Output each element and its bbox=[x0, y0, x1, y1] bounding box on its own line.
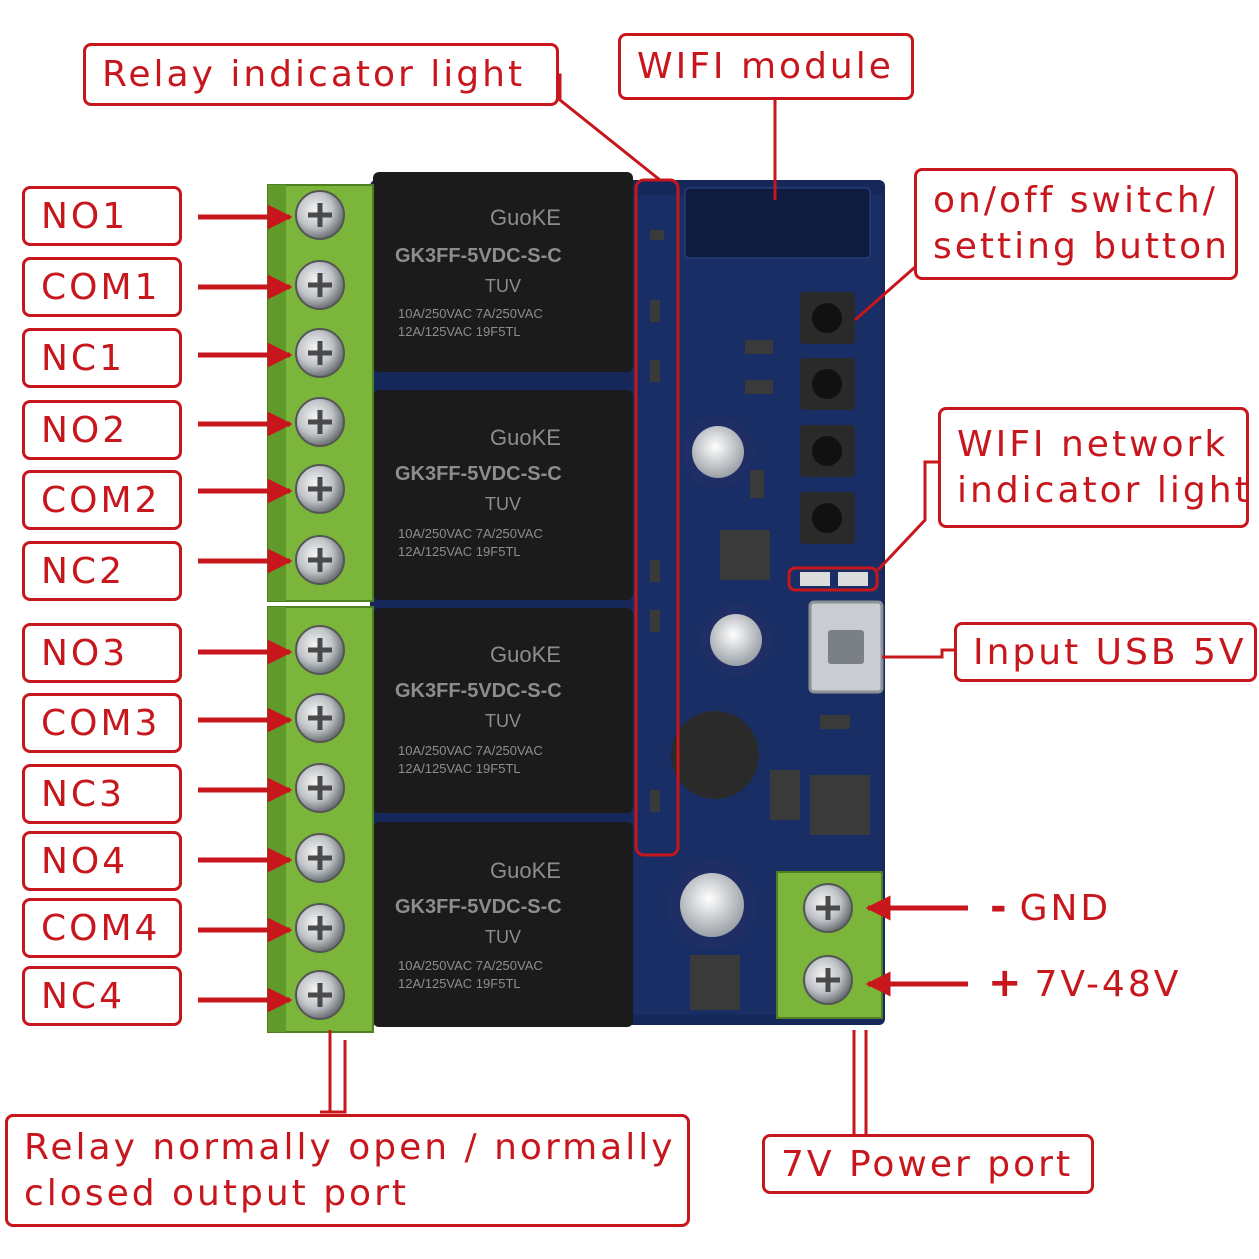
capacitor-2 bbox=[700, 604, 772, 676]
relay-1-model: GK3FF-5VDC-S-C bbox=[395, 245, 562, 267]
relay-2-brand: GuoKE bbox=[490, 425, 561, 450]
relay-2-rating2: 12A/125VAC 19F5TL bbox=[398, 544, 521, 559]
terminal-label-no3: NO3 bbox=[22, 623, 182, 683]
button-s2 bbox=[800, 358, 855, 410]
button-s3 bbox=[800, 425, 855, 477]
relay-1-brand: GuoKE bbox=[490, 205, 561, 230]
relay-4-brand: GuoKE bbox=[490, 858, 561, 883]
callout-wifi-module: WIFI module bbox=[618, 33, 914, 100]
power-terminal-block bbox=[776, 871, 883, 1019]
terminal-label-nc3: NC3 bbox=[22, 764, 182, 824]
terminal-label-nc1: NC1 bbox=[22, 328, 182, 388]
relay-3-rating2: 12A/125VAC 19F5TL bbox=[398, 761, 521, 776]
callout-onoff-switch: on/off switch/setting button bbox=[914, 168, 1238, 280]
relay-1-cert: TUV bbox=[485, 276, 521, 296]
inductor bbox=[671, 711, 759, 799]
relay-1-rating2: 12A/125VAC 19F5TL bbox=[398, 324, 521, 339]
terminal-screws-left bbox=[295, 190, 345, 1020]
terminal-label-nc4: NC4 bbox=[22, 966, 182, 1026]
button-s1 bbox=[800, 292, 855, 344]
terminal-label-no2: NO2 bbox=[22, 400, 182, 460]
smd-components bbox=[650, 230, 870, 1010]
relay-4-rating1: 10A/250VAC 7A/250VAC bbox=[398, 958, 543, 973]
relay-4 bbox=[373, 822, 633, 1027]
terminal-label-no1: NO1 bbox=[22, 186, 182, 246]
relay-2-rating1: 10A/250VAC 7A/250VAC bbox=[398, 526, 543, 541]
relay-2-model: GK3FF-5VDC-S-C bbox=[395, 463, 562, 485]
relay-1 bbox=[373, 172, 633, 372]
relay-4-rating2: 12A/125VAC 19F5TL bbox=[398, 976, 521, 991]
terminal-label-com3: COM3 bbox=[22, 693, 182, 753]
relay-4-cert: TUV bbox=[485, 927, 521, 947]
wifi-module bbox=[684, 187, 871, 259]
gnd-label: -GND bbox=[990, 884, 1112, 930]
terminal-label-com4: COM4 bbox=[22, 898, 182, 958]
capacitor-1 bbox=[682, 416, 754, 488]
relay-2-cert: TUV bbox=[485, 494, 521, 514]
terminal-label-com2: COM2 bbox=[22, 470, 182, 530]
terminal-arrows bbox=[198, 204, 293, 1013]
relay-3 bbox=[373, 608, 633, 813]
relay-indicator-highlight bbox=[634, 178, 680, 857]
terminal-label-nc2: NC2 bbox=[22, 541, 182, 601]
relay-2 bbox=[373, 390, 633, 600]
vin-label: +7V-48V bbox=[988, 960, 1182, 1006]
callout-input-usb: Input USB 5V bbox=[954, 622, 1257, 682]
power-arrows bbox=[865, 895, 968, 997]
relay-3-brand: GuoKE bbox=[490, 642, 561, 667]
wifi-led-highlight bbox=[787, 566, 879, 592]
relay-3-rating1: 10A/250VAC 7A/250VAC bbox=[398, 743, 543, 758]
relay-4-model: GK3FF-5VDC-S-C bbox=[395, 896, 562, 918]
terminal-label-no4: NO4 bbox=[22, 831, 182, 891]
terminal-label-com1: COM1 bbox=[22, 257, 182, 317]
callout-relay-indicator-light: Relay indicator light bbox=[83, 43, 559, 106]
relay-1-rating1: 10A/250VAC 7A/250VAC bbox=[398, 306, 543, 321]
button-s4 bbox=[800, 492, 855, 544]
capacitor-3 bbox=[668, 861, 756, 949]
callout-power-port: 7V Power port bbox=[762, 1134, 1094, 1194]
relay-3-cert: TUV bbox=[485, 711, 521, 731]
relay-3-model: GK3FF-5VDC-S-C bbox=[395, 680, 562, 702]
